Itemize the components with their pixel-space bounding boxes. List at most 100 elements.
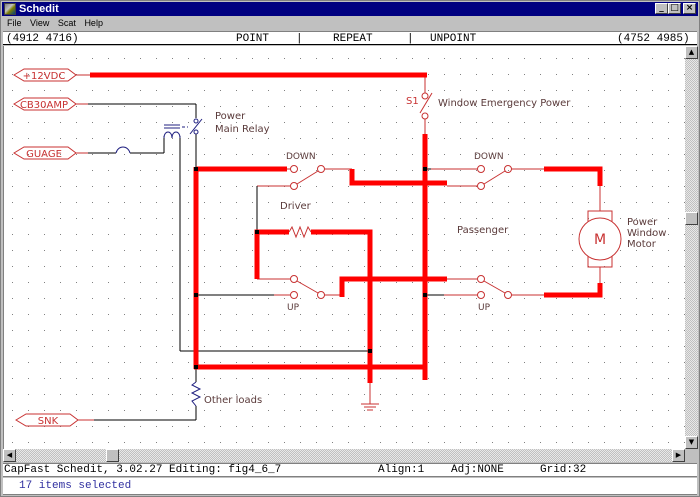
grid-dot — [588, 186, 589, 187]
mode-repeat[interactable]: REPEAT — [333, 33, 373, 45]
grid-dot — [332, 138, 333, 139]
grid-dot — [364, 138, 365, 139]
horizontal-scrollbar[interactable]: ◀ ▶ — [3, 449, 685, 462]
grid-dot — [220, 346, 221, 347]
vertical-scrollbar[interactable]: ▲ ▼ — [685, 46, 698, 449]
grid-dot — [604, 186, 605, 187]
driver-up-switch[interactable] — [290, 275, 325, 299]
close-button[interactable]: × — [683, 3, 696, 14]
scroll-right-button[interactable]: ▶ — [672, 449, 685, 462]
grid-dot — [444, 122, 445, 123]
scroll-down-button[interactable]: ▼ — [685, 436, 698, 449]
grid-dot — [316, 410, 317, 411]
grid-dot — [476, 90, 477, 91]
schematic-canvas[interactable]: +12VDC CB30AMP GUAGE SNK — [3, 46, 686, 449]
port-snk[interactable]: SNK — [15, 413, 79, 427]
grid-dot — [252, 362, 253, 363]
grid-dot — [364, 58, 365, 59]
grid-dot — [636, 122, 637, 123]
driver-down-switch[interactable] — [290, 165, 325, 190]
grid-dot — [524, 314, 525, 315]
grid-dot — [636, 90, 637, 91]
grid-dot — [316, 314, 317, 315]
app-icon[interactable] — [4, 3, 16, 15]
port-guage[interactable]: GUAGE — [13, 146, 77, 160]
grid-dot — [252, 282, 253, 283]
grid-dot — [236, 378, 237, 379]
mode-point[interactable]: POINT — [236, 33, 270, 45]
grid-dot — [556, 106, 557, 107]
scroll-left-button[interactable]: ◀ — [3, 449, 16, 462]
grid-dot — [332, 410, 333, 411]
grid-dot — [684, 426, 685, 427]
coordinate-bar: (4912 4716) POINT | REPEAT | UNPOINT (47… — [3, 31, 697, 45]
grid-dot — [76, 154, 77, 155]
grid-dot — [284, 362, 285, 363]
grid-dot — [396, 90, 397, 91]
grid-dot — [220, 394, 221, 395]
grid-dot — [524, 90, 525, 91]
grid-dot — [620, 58, 621, 59]
grid-dot — [412, 314, 413, 315]
maximize-button[interactable]: □ — [668, 3, 681, 14]
grid-dot — [156, 154, 157, 155]
power-main-relay[interactable] — [163, 118, 203, 139]
passenger-down-switch[interactable] — [477, 165, 512, 190]
grid-dot — [396, 250, 397, 251]
switch-s1[interactable] — [419, 92, 433, 120]
grid-dot — [188, 154, 189, 155]
vertical-scroll-thumb[interactable] — [685, 211, 698, 225]
grid-dot — [588, 298, 589, 299]
grid-dot — [380, 250, 381, 251]
grid-dot — [284, 202, 285, 203]
grid-dot — [652, 106, 653, 107]
ground-icon[interactable] — [361, 403, 379, 411]
grid-dot — [396, 298, 397, 299]
grid-dot — [508, 314, 509, 315]
driver-resistor[interactable] — [288, 225, 312, 239]
grid-dot — [12, 330, 13, 331]
selected-wires[interactable] — [90, 72, 603, 383]
grid-dot — [508, 122, 509, 123]
grid-dot — [300, 202, 301, 203]
port-cb30amp[interactable]: CB30AMP — [13, 97, 77, 111]
horizontal-scroll-thumb[interactable] — [106, 449, 120, 462]
grid-dot — [316, 250, 317, 251]
grid-dot — [620, 266, 621, 267]
thin-red-wires — [76, 74, 601, 421]
grid-dot — [124, 378, 125, 379]
scroll-up-button[interactable]: ▲ — [685, 46, 698, 59]
grid-dot — [108, 330, 109, 331]
grid-dot — [220, 138, 221, 139]
grid-dot — [268, 282, 269, 283]
grid-dot — [604, 330, 605, 331]
grid-dot — [76, 426, 77, 427]
grid-dot — [396, 202, 397, 203]
grid-dot — [668, 58, 669, 59]
minimize-button[interactable]: _ — [655, 3, 668, 14]
port-12vdc[interactable]: +12VDC — [13, 68, 77, 82]
grid-dot — [460, 138, 461, 139]
grid-dot — [588, 74, 589, 75]
power-window-motor[interactable] — [578, 210, 622, 268]
grid-dot — [12, 250, 13, 251]
grid-dot — [492, 186, 493, 187]
passenger-up-switch[interactable] — [477, 275, 512, 299]
grid-dot — [236, 362, 237, 363]
grid-dot — [60, 90, 61, 91]
grid-dot — [12, 426, 13, 427]
grid-dot — [620, 394, 621, 395]
menu-view[interactable]: View — [30, 18, 50, 28]
menu-scat[interactable]: Scat — [57, 18, 76, 28]
menu-help[interactable]: Help — [84, 18, 103, 28]
grid-dot — [604, 298, 605, 299]
other-loads-resistor[interactable] — [190, 381, 202, 407]
grid-dot — [684, 122, 685, 123]
grid-dot — [236, 282, 237, 283]
menu-file[interactable]: File — [7, 18, 22, 28]
mode-unpoint[interactable]: UNPOINT — [430, 33, 477, 45]
grid-dot — [444, 170, 445, 171]
schematic-drawing[interactable]: +12VDC CB30AMP GUAGE SNK — [4, 46, 686, 449]
grid-dot — [492, 122, 493, 123]
grid-dot — [428, 410, 429, 411]
